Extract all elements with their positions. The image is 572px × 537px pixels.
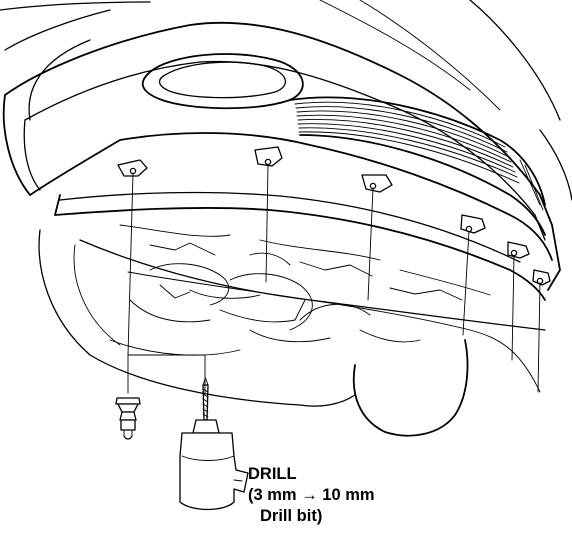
tire [299,339,469,437]
drill-caption: DRILL (3 mm → 10 mm Drill bit) [248,464,375,527]
drill-caption-spec: (3 mm → 10 mm [248,486,375,504]
vehicle-body-outline [0,0,572,201]
clip-5 [507,241,530,259]
clip-3 [361,174,393,193]
clip-2 [254,146,283,167]
under-cover [38,191,546,406]
rivet-icon [115,397,141,440]
leader-lines [127,163,541,394]
clip-4 [460,214,486,234]
grille [289,96,546,236]
drill-caption-spec-end: Drill bit) [260,507,323,525]
drill-caption-title: DRILL [248,465,297,483]
clip-1 [117,159,148,177]
drill-icon [179,377,249,511]
fog-lamp-recess [141,53,304,110]
clip-6 [532,269,551,286]
clips [117,146,551,286]
